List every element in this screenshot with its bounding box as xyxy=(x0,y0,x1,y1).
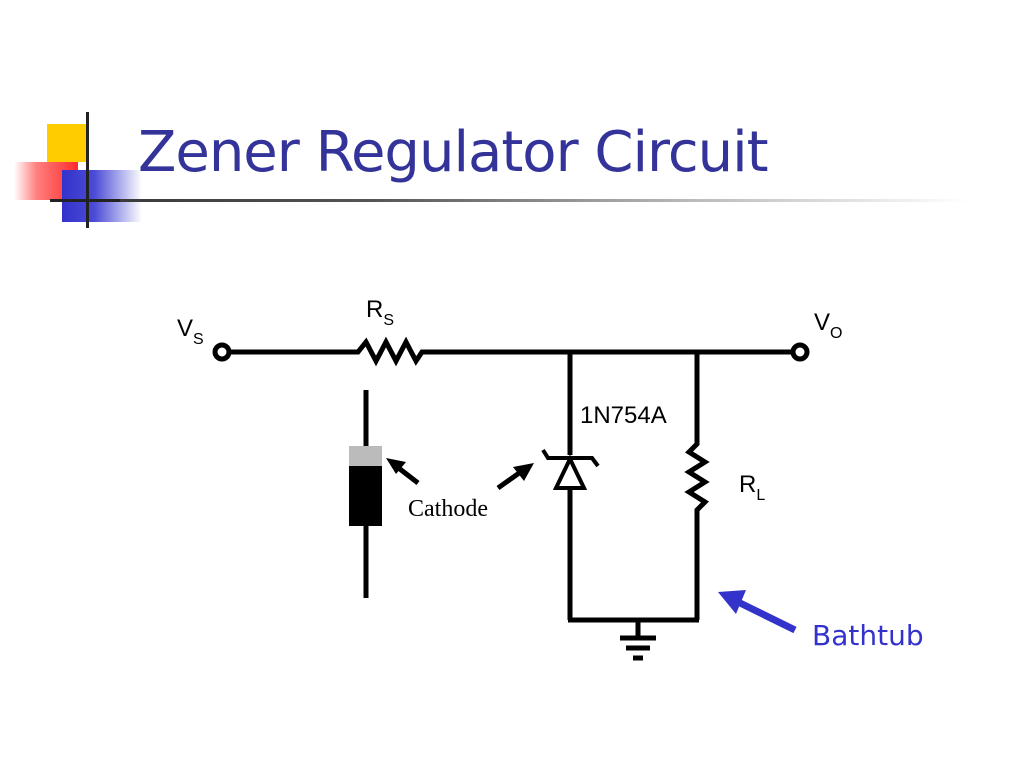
bathtub-arrow xyxy=(718,590,797,634)
rs-label: RS xyxy=(366,296,394,329)
cathode-arrow-right xyxy=(496,463,534,491)
cathode-arrow-left xyxy=(386,458,420,485)
logo-vertical-line xyxy=(86,112,89,228)
logo-blue-square xyxy=(62,170,142,222)
resistor-rl xyxy=(684,440,710,518)
diode-body xyxy=(349,466,382,526)
rl-label: RL xyxy=(739,471,765,504)
logo-horizontal-line xyxy=(50,199,120,202)
title-rule xyxy=(50,199,970,202)
logo-yellow-square xyxy=(47,124,87,162)
zener-triangle xyxy=(552,454,588,490)
zener-cathode-bar xyxy=(541,448,600,468)
cathode-label: Cathode xyxy=(408,496,488,522)
slide-title: Zener Regulator Circuit xyxy=(138,120,769,185)
bathtub-label: Bathtub xyxy=(812,619,924,652)
resistor-rs xyxy=(330,336,445,367)
output-terminal xyxy=(790,342,810,362)
zener-part-label: 1N754A xyxy=(580,402,667,429)
diode-band xyxy=(349,446,382,466)
input-terminal xyxy=(212,342,232,362)
vo-label: VO xyxy=(814,309,842,342)
vs-label: VS xyxy=(177,315,204,348)
